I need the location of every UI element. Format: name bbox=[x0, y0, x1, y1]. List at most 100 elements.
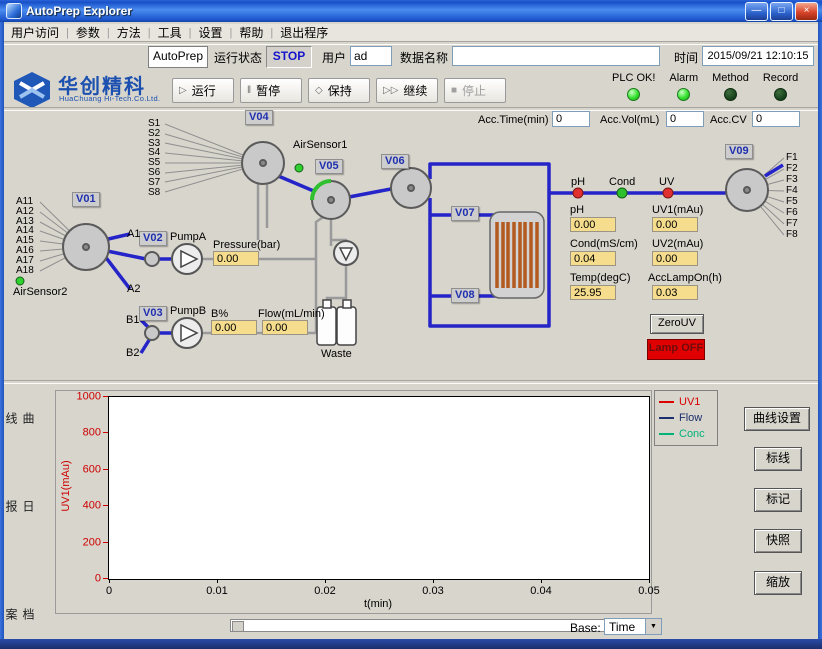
valve-chip-v02[interactable]: V02 bbox=[139, 231, 167, 246]
valve-chip-v04[interactable]: V04 bbox=[245, 110, 273, 125]
autoprep-button[interactable]: AutoPrep bbox=[148, 46, 208, 68]
zoom-button[interactable]: 缩放 bbox=[754, 571, 802, 595]
menu-item-7[interactable]: 退出程序 bbox=[280, 26, 329, 40]
acc-cv-input[interactable] bbox=[752, 111, 800, 127]
port-label-b2: B2 bbox=[126, 347, 140, 359]
indicator-record: Record bbox=[763, 72, 798, 101]
y-tick-mark bbox=[103, 578, 108, 579]
zero-uv-button[interactable]: ZeroUV bbox=[650, 314, 704, 334]
dropdown-arrow-icon[interactable]: ▼ bbox=[645, 619, 661, 634]
menu-item-3[interactable]: 方法 bbox=[116, 26, 141, 40]
control-button-resume[interactable]: ▷▷继续 bbox=[376, 78, 438, 103]
port-label-s4: S4 bbox=[148, 147, 161, 159]
uv-sensor-label: UV bbox=[659, 176, 675, 188]
legend-label: UV1 bbox=[679, 396, 701, 408]
data-name-input[interactable] bbox=[452, 46, 660, 66]
y-tick-mark bbox=[103, 396, 108, 397]
control-button-pause[interactable]: ‖暂停 bbox=[240, 78, 302, 103]
port-label-a16: A16 bbox=[16, 244, 34, 256]
window-frame-right bbox=[818, 22, 822, 639]
control-button-stop[interactable]: ■停止 bbox=[444, 78, 506, 103]
column-graphic bbox=[489, 211, 545, 299]
pause-icon: ‖ bbox=[247, 85, 252, 96]
acc-cv-label: Acc.CV bbox=[710, 114, 747, 126]
acc-time-label: Acc.Time(min) bbox=[478, 114, 549, 126]
acc-vol-input[interactable] bbox=[666, 111, 704, 127]
valve-chip-v09[interactable]: V09 bbox=[725, 144, 753, 159]
control-button-play[interactable]: ▷运行 bbox=[172, 78, 234, 103]
cond-sensor-label: Cond bbox=[609, 176, 636, 188]
y-tick-mark bbox=[103, 541, 108, 543]
menu-separator: | bbox=[106, 26, 110, 39]
flow-label: Flow(mL/min) bbox=[258, 308, 325, 320]
valve-graphics[interactable] bbox=[62, 141, 769, 341]
percent-b-label: B% bbox=[211, 308, 229, 320]
x-tick-mark bbox=[109, 579, 110, 583]
lamp-off-button[interactable]: Lamp OFF bbox=[647, 339, 705, 360]
port-label-s2: S2 bbox=[148, 127, 161, 139]
port-label-s6: S6 bbox=[148, 166, 161, 178]
port-label-a1: A1 bbox=[127, 228, 141, 240]
window-frame-left bbox=[0, 22, 4, 639]
menu-item-6[interactable]: 帮助 bbox=[239, 26, 264, 40]
hold-icon: ◇ bbox=[315, 85, 323, 96]
title-bar: AutoPrep Explorer — □ × bbox=[0, 0, 822, 22]
side-tab-1[interactable]: 曲线 bbox=[4, 412, 35, 427]
indicator-method: Method bbox=[712, 72, 749, 101]
base-dropdown[interactable]: Time ▼ bbox=[604, 618, 662, 635]
brand-subtitle: HuaChuang Hi-Tech.Co.Ltd. bbox=[59, 94, 161, 103]
menu-separator: | bbox=[66, 26, 69, 39]
valve-chip-v03[interactable]: V03 bbox=[139, 306, 167, 321]
brand-logo bbox=[10, 70, 54, 115]
port-label-f4: F4 bbox=[786, 185, 798, 196]
valve-chip-v01[interactable]: V01 bbox=[72, 192, 100, 207]
air-sensor-1-label: AirSensor1 bbox=[293, 139, 348, 151]
chart-scrollbar[interactable] bbox=[230, 619, 654, 632]
record-led bbox=[774, 88, 788, 101]
data-name-label: 数据名称 bbox=[400, 51, 449, 65]
uv-sensor-dot bbox=[662, 187, 674, 199]
acc-lamp-readout-value: 0.03 bbox=[652, 285, 698, 300]
port-label-f8: F8 bbox=[786, 229, 798, 240]
close-button[interactable]: × bbox=[795, 1, 818, 21]
legend-line-swatch bbox=[659, 417, 674, 419]
curve-settings-button[interactable]: 曲线设置 bbox=[744, 407, 810, 431]
control-button-hold[interactable]: ◇保持 bbox=[308, 78, 370, 103]
cond-readout-value: 0.04 bbox=[570, 251, 616, 266]
cond-sensor-dot bbox=[616, 187, 628, 199]
valve-v02-graphic bbox=[144, 251, 160, 267]
side-tab-3[interactable]: 档案 bbox=[4, 608, 35, 623]
acc-vol-label: Acc.Vol(mL) bbox=[600, 114, 660, 126]
legend-line-swatch bbox=[659, 433, 674, 435]
user-input[interactable] bbox=[350, 46, 392, 66]
menu-item-1[interactable]: 用户访问 bbox=[11, 26, 60, 40]
side-tab-2[interactable]: 日报 bbox=[4, 500, 35, 515]
y-tick-label: 200 bbox=[82, 536, 101, 549]
control-buttons: ▷运行‖暂停◇保持▷▷继续■停止 bbox=[172, 78, 506, 103]
valve-chip-v07[interactable]: V07 bbox=[451, 206, 479, 221]
mark-button[interactable]: 标记 bbox=[754, 488, 802, 512]
base-dropdown-value: Time bbox=[609, 620, 636, 634]
menu-item-4[interactable]: 工具 bbox=[157, 26, 182, 40]
valve-chip-v06[interactable]: V06 bbox=[381, 154, 409, 169]
acc-time-input[interactable] bbox=[552, 111, 590, 127]
port-label-s8: S8 bbox=[148, 186, 161, 198]
legend-label: Flow bbox=[679, 412, 703, 424]
valve-chip-v08[interactable]: V08 bbox=[451, 288, 479, 303]
menu-item-5[interactable]: 设置 bbox=[198, 26, 223, 40]
snapshot-button[interactable]: 快照 bbox=[754, 529, 802, 553]
scrollbar-thumb[interactable] bbox=[232, 621, 244, 632]
valve-chip-v05[interactable]: V05 bbox=[315, 159, 343, 174]
indicator-plc-ok: PLC OK! bbox=[612, 72, 655, 101]
indicator-label: Method bbox=[712, 72, 749, 84]
port-label-a11: A11 bbox=[16, 196, 34, 207]
acc-lamp-readout-label: AccLampOn(h) bbox=[648, 272, 722, 284]
minimize-button[interactable]: — bbox=[745, 1, 768, 21]
menu-item-2[interactable]: 参数 bbox=[75, 26, 100, 40]
maximize-button[interactable]: □ bbox=[770, 1, 793, 21]
ph-readout-value: 0.00 bbox=[570, 217, 616, 232]
marker-line-button[interactable]: 标线 bbox=[754, 447, 802, 471]
pump-graphics[interactable] bbox=[171, 240, 359, 349]
